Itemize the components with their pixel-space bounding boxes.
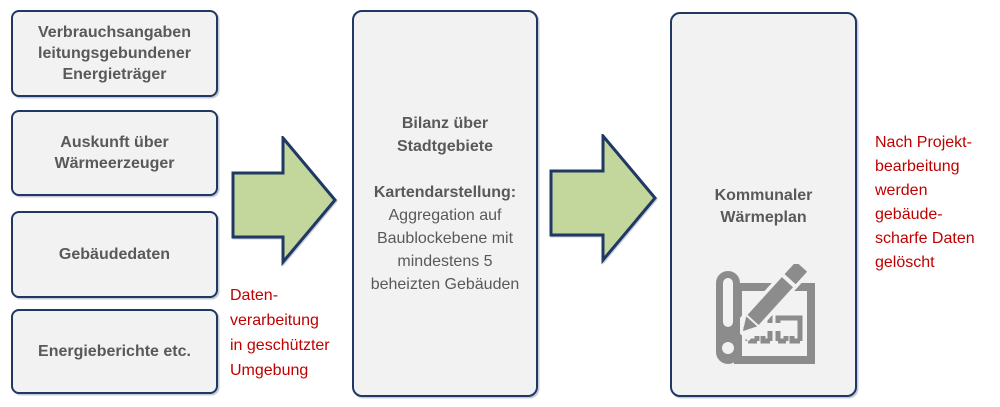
input-box-verbrauchsangaben: Verbrauchsangaben leitungsgebundener Ene… (11, 10, 218, 97)
process-title: Bilanz über Stadtgebiete (396, 114, 493, 155)
output-box-waermeplan: Kommunaler Wärmeplan (670, 12, 857, 397)
output-title: Kommunaler Wärmeplan (714, 187, 813, 226)
process-body: Aggregation auf Baublockebene mit mindes… (370, 206, 520, 293)
input-box-label: Energieberichte etc. (38, 343, 191, 360)
input-box-gebaeudedaten: Gebäudedaten (11, 211, 218, 298)
input-box-waermeerzeuger: Auskunft über Wärmeerzeuger (11, 110, 218, 196)
input-box-label: Verbrauchsangaben leitungsgebundener Ene… (38, 24, 191, 83)
flow-arrow-right-icon (549, 134, 657, 264)
input-box-label: Gebäudedaten (58, 246, 171, 263)
process-subtitle: Kartendarstellung: (373, 183, 517, 201)
flow-arrow-right-icon (231, 136, 337, 266)
blueprint-pencil-icon (716, 264, 815, 364)
annotation-data-deletion: Nach Projekt- bearbeitung werden gebäude… (875, 134, 975, 271)
annotation-protected-environment: Daten- verarbeitung in geschützter Umgeb… (230, 287, 330, 379)
input-box-label: Auskunft über Wärmeerzeuger (54, 134, 175, 172)
input-box-energieberichte: Energieberichte etc. (11, 309, 218, 394)
process-box-bilanz: Bilanz über Stadtgebiete Kartendarstellu… (352, 10, 538, 397)
